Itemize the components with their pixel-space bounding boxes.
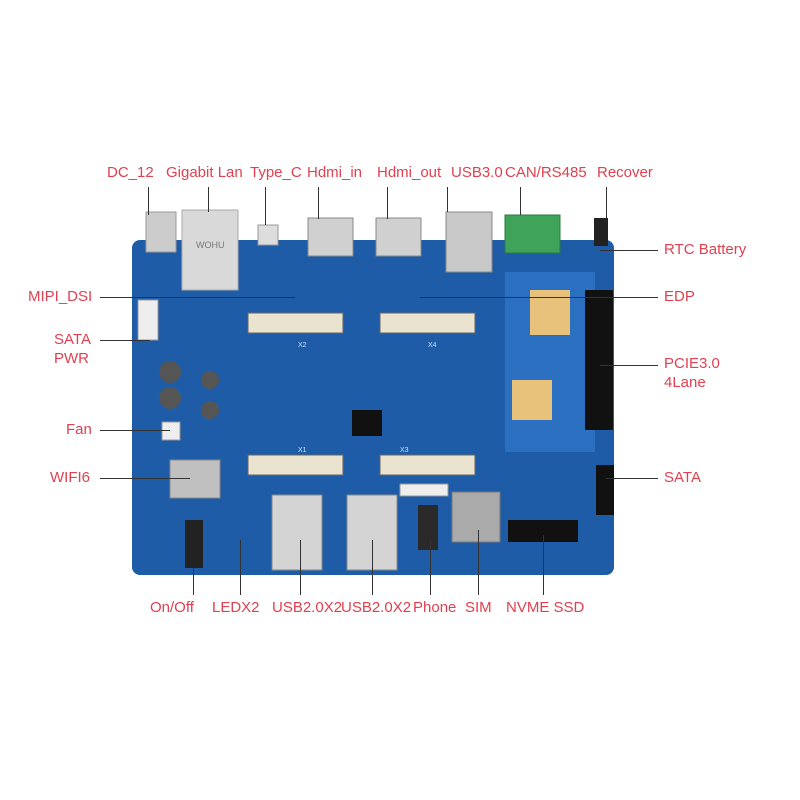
label-can-rs485: CAN/RS485 [505, 164, 587, 181]
label-hdmi-out: Hdmi_out [377, 164, 442, 181]
pointer-line [100, 478, 190, 479]
pointer-line [600, 365, 658, 366]
label-hdmi-in: Hdmi_in [307, 164, 363, 181]
svg-text:X1: X1 [298, 447, 307, 454]
pointer-line [148, 187, 149, 215]
pointer-line [208, 187, 209, 212]
label-pcie-lanes: 4Lane [664, 374, 706, 391]
label-recover: Recover [597, 164, 653, 181]
label-pcie: PCIE3.0 [664, 355, 720, 372]
label-usb2-b: USB2.0X2 [341, 599, 412, 616]
pointer-line [447, 187, 448, 212]
label-usb3: USB3.0 [451, 164, 503, 181]
label-sata-pwr: SATA [54, 331, 91, 348]
pointer-line [265, 187, 266, 225]
pointer-line [100, 297, 295, 298]
label-sata: SATA [664, 469, 701, 486]
pointer-line [420, 297, 658, 298]
pointer-line [430, 540, 431, 595]
label-dc12: DC_12 [107, 164, 154, 181]
svg-text:X4: X4 [428, 342, 437, 349]
pointer-line [600, 250, 658, 251]
pointer-line [318, 187, 319, 219]
label-edp: EDP [664, 288, 695, 305]
label-gigabit-lan: Gigabit Lan [166, 164, 243, 181]
label-sim: SIM [465, 599, 492, 616]
pointer-line [606, 478, 658, 479]
pointer-line [100, 430, 170, 431]
pointer-line [193, 568, 194, 595]
label-nvme-ssd: NVME SSD [506, 599, 585, 616]
label-ledx2: LEDX2 [212, 599, 260, 616]
label-usb2-a: USB2.0X2 [272, 599, 343, 616]
label-phone: Phone [413, 599, 457, 616]
pointer-line [387, 187, 388, 219]
svg-text:X3: X3 [400, 447, 409, 454]
label-rtc-battery: RTC Battery [664, 241, 747, 258]
label-sata-pwr-2: PWR [54, 350, 89, 367]
pointer-line [372, 540, 373, 595]
label-mipi-dsi: MIPI_DSI [28, 288, 93, 305]
pointer-line [478, 530, 479, 595]
label-on-off: On/Off [150, 599, 194, 616]
pointer-line [520, 187, 521, 215]
svg-text:X2: X2 [298, 342, 307, 349]
label-type-c: Type_C [250, 164, 302, 181]
pointer-line [543, 535, 544, 595]
label-wifi6: WIFI6 [50, 469, 90, 486]
label-fan: Fan [66, 421, 92, 438]
pointer-line [100, 340, 150, 341]
pointer-line [240, 540, 241, 595]
pointer-line [606, 187, 607, 218]
pointer-line [300, 540, 301, 595]
svg-text:WOHU: WOHU [196, 240, 225, 250]
